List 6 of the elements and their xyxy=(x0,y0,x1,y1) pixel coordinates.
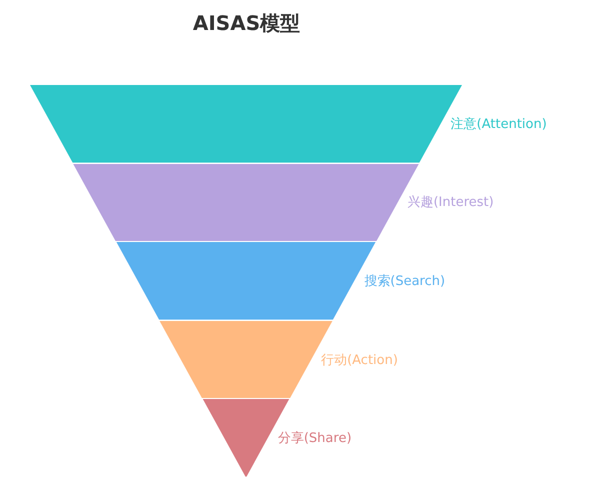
stage-label: 行动(Action) xyxy=(321,352,398,369)
stage-label: 注意(Attention) xyxy=(450,116,547,133)
stage-label: 兴趣(Interest) xyxy=(407,194,494,212)
chart-title: AISAS模型 xyxy=(192,10,302,37)
stage-label: 分享(Share) xyxy=(278,430,352,448)
stage-label: 搜索(Search) xyxy=(364,272,446,290)
